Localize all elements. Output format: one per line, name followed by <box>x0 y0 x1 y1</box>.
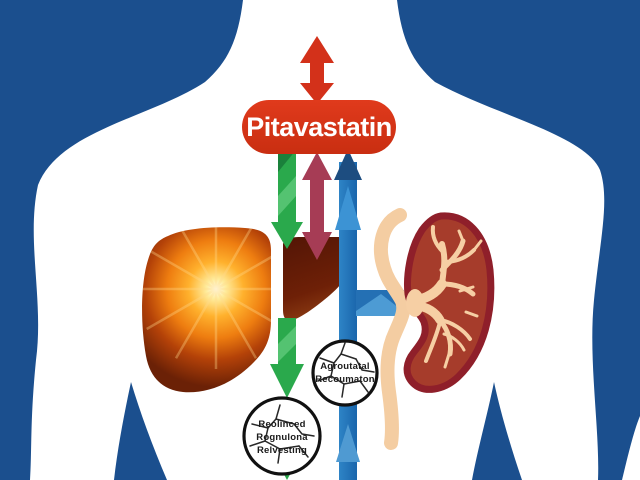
blue-arrow-dark-head <box>334 149 362 180</box>
kidney-calyces <box>406 225 483 369</box>
ureter <box>374 208 411 450</box>
lower-badge-line2: Rognulona <box>256 432 308 443</box>
right-arm-gap-wedge <box>472 382 522 480</box>
pitavastatin-label: Pitavastatin <box>242 100 396 154</box>
liver-icon <box>142 227 357 393</box>
blue-connector-chevron <box>356 294 404 316</box>
cracked-circle-badge-icon <box>311 339 379 407</box>
upper-badge-line2: Recoumaton <box>315 374 375 385</box>
maroon-double-arrow-icon <box>302 152 332 260</box>
cracked-circle-badge-icon <box>242 396 322 476</box>
blue-arrow-light-head <box>335 186 361 230</box>
lower-cracked-badge: Reolinced Rognulona Relvesting <box>242 396 322 476</box>
left-arm-gap-wedge <box>114 382 167 480</box>
upper-cracked-badge: Agroutatal Recoumaton <box>311 339 379 407</box>
badge-crack-lines <box>249 404 315 464</box>
pill-title-text: Pitavastatin <box>246 112 392 142</box>
lower-badge-line3: Relvesting <box>257 445 307 456</box>
liver-glow-rays <box>142 227 271 369</box>
upper-badge-line1: Agroutatal <box>320 361 370 372</box>
lower-badge-line1: Reolinced <box>258 419 305 430</box>
pill-shape <box>242 100 396 154</box>
blue-arrow-lower-chevron <box>336 424 360 462</box>
kidney-icon <box>403 212 495 393</box>
arm-sliver <box>622 416 640 480</box>
red-double-arrow-icon <box>300 36 334 104</box>
badge-crack-lines <box>317 342 375 398</box>
liver-right-lobe <box>283 237 357 321</box>
